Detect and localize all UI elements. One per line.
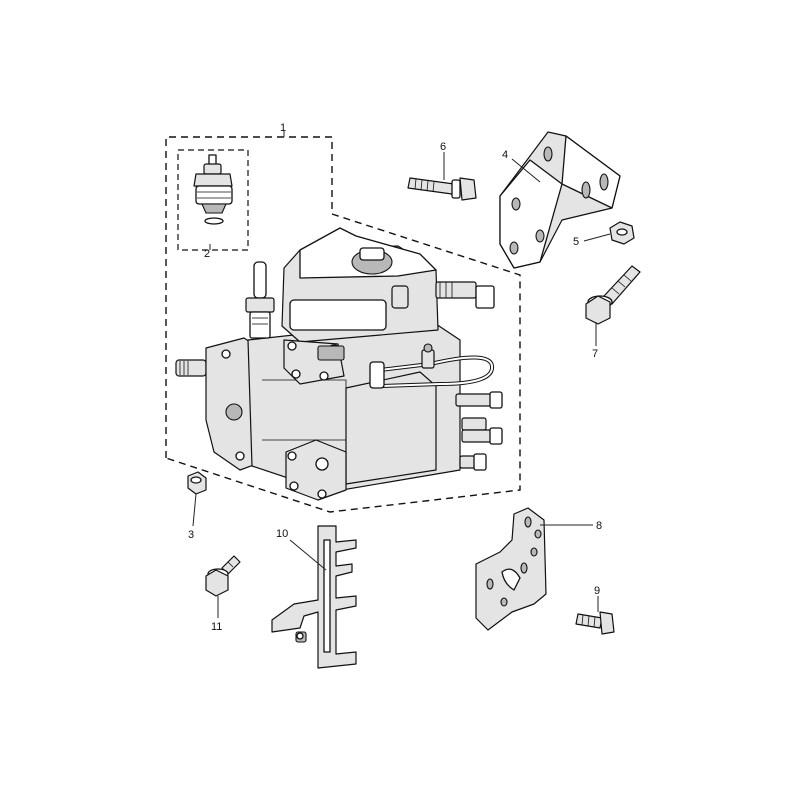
callout-11: 11 (211, 621, 222, 633)
callout-6: 6 (440, 141, 446, 153)
callout-4: 4 (502, 149, 508, 161)
callout-2: 2 (204, 248, 210, 260)
mounting-bracket-icon: 4 (499, 131, 621, 269)
support-bracket-icon: 10 (271, 525, 357, 669)
callout-1: 1 (280, 122, 286, 134)
hex-nut-icon: 5 (573, 221, 635, 248)
bracket-plate-icon: 8 (475, 507, 602, 631)
callout-5: 5 (573, 236, 579, 248)
fuel-injection-pump-icon (175, 227, 503, 501)
flange-bolt-icon: 7 (585, 265, 641, 360)
hex-nut-icon: 3 (187, 471, 207, 541)
solenoid-valve-icon: 2 (177, 149, 249, 260)
hex-bolt-icon: 6 (407, 141, 477, 201)
callout-7: 7 (592, 348, 598, 360)
callout-3: 3 (188, 529, 194, 541)
hex-bolt-icon: 9 (575, 585, 615, 635)
callout-10: 10 (276, 528, 288, 540)
flange-bolt-icon: 11 (205, 555, 241, 633)
callout-9: 9 (594, 585, 600, 597)
callout-8: 8 (596, 520, 602, 532)
assembly-boundary-1: 1 (165, 122, 521, 513)
